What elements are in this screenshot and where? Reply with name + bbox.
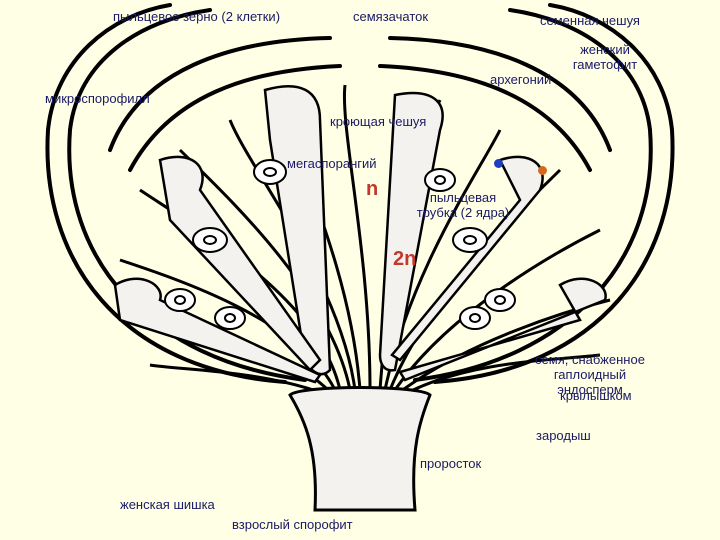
ovule-label: семязачаток [353,9,429,24]
stippled-scales [113,85,607,384]
covering-scale-label: кроющая чешуя [330,114,427,129]
megasporangium-label: мегаспорангий [287,156,377,171]
embryo-label: зародыш [536,428,591,443]
cone-outline [45,3,675,384]
adult-sporophyte-label: взрослый спорофит [232,517,353,532]
pollen-tube-label: пыльцевая трубка (2 ядра) [416,190,510,220]
female-cone-label: женская шишка [120,497,215,512]
female-gametophyte-label: женский гаметофит [572,42,638,72]
seed-scale-label: семенная чешуя [540,13,640,28]
seed-label: семя, снабженное гаплоидный эндосперм [535,352,645,397]
ovules [164,159,516,330]
archegonium-label: архегоний [490,72,552,87]
seedling-label: проросток [420,456,482,471]
microsporophyll-label: микроспорофилл [45,91,150,106]
seed-wing-label: крылышком [560,388,632,403]
blue-dot [494,159,503,168]
pollen-grain-label: пыльцевое зерно (2 клетки) [113,9,281,24]
haploid-marker: n [366,178,379,200]
red-dot [538,166,547,175]
diploid-marker: 2n [393,248,417,270]
cone-axis [288,386,432,512]
